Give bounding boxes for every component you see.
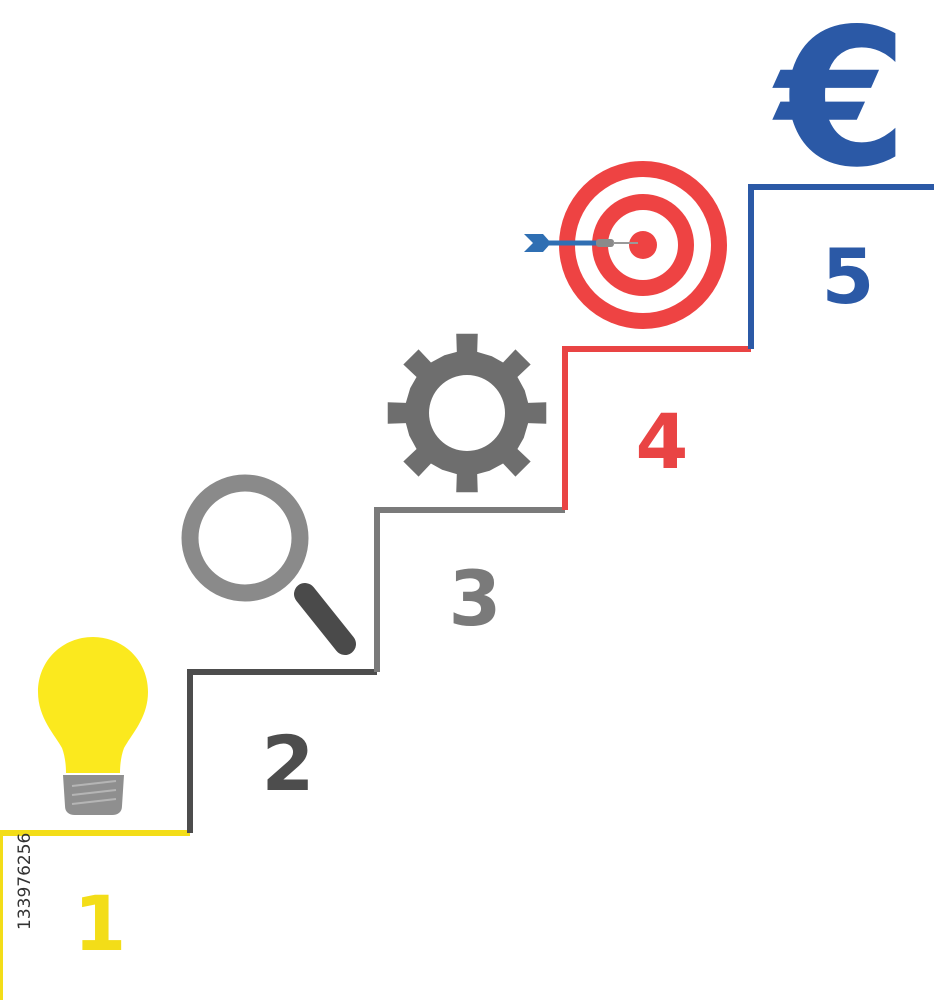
step-number-5: 5 [822,232,875,321]
stair-segment-1 [0,830,190,1000]
magnifying-glass-icon [181,474,356,655]
svg-text:€: € [772,0,908,209]
gear-icon [387,333,547,493]
stair-segment-3 [374,507,565,672]
stair-segment-4 [562,346,751,510]
step-number-1: 1 [74,879,127,968]
euro-sign-icon: € [772,0,908,209]
stair-segment-5 [748,184,934,349]
dart-icon [524,234,638,252]
lightbulb-icon [38,637,148,815]
stair-segment-2 [187,669,377,833]
step-number-3: 3 [449,554,502,643]
stock-id-text: 133976256 [15,833,35,930]
bullseye-target-icon [524,161,727,329]
step-number-2: 2 [262,719,315,808]
step-number-4: 4 [636,397,689,486]
